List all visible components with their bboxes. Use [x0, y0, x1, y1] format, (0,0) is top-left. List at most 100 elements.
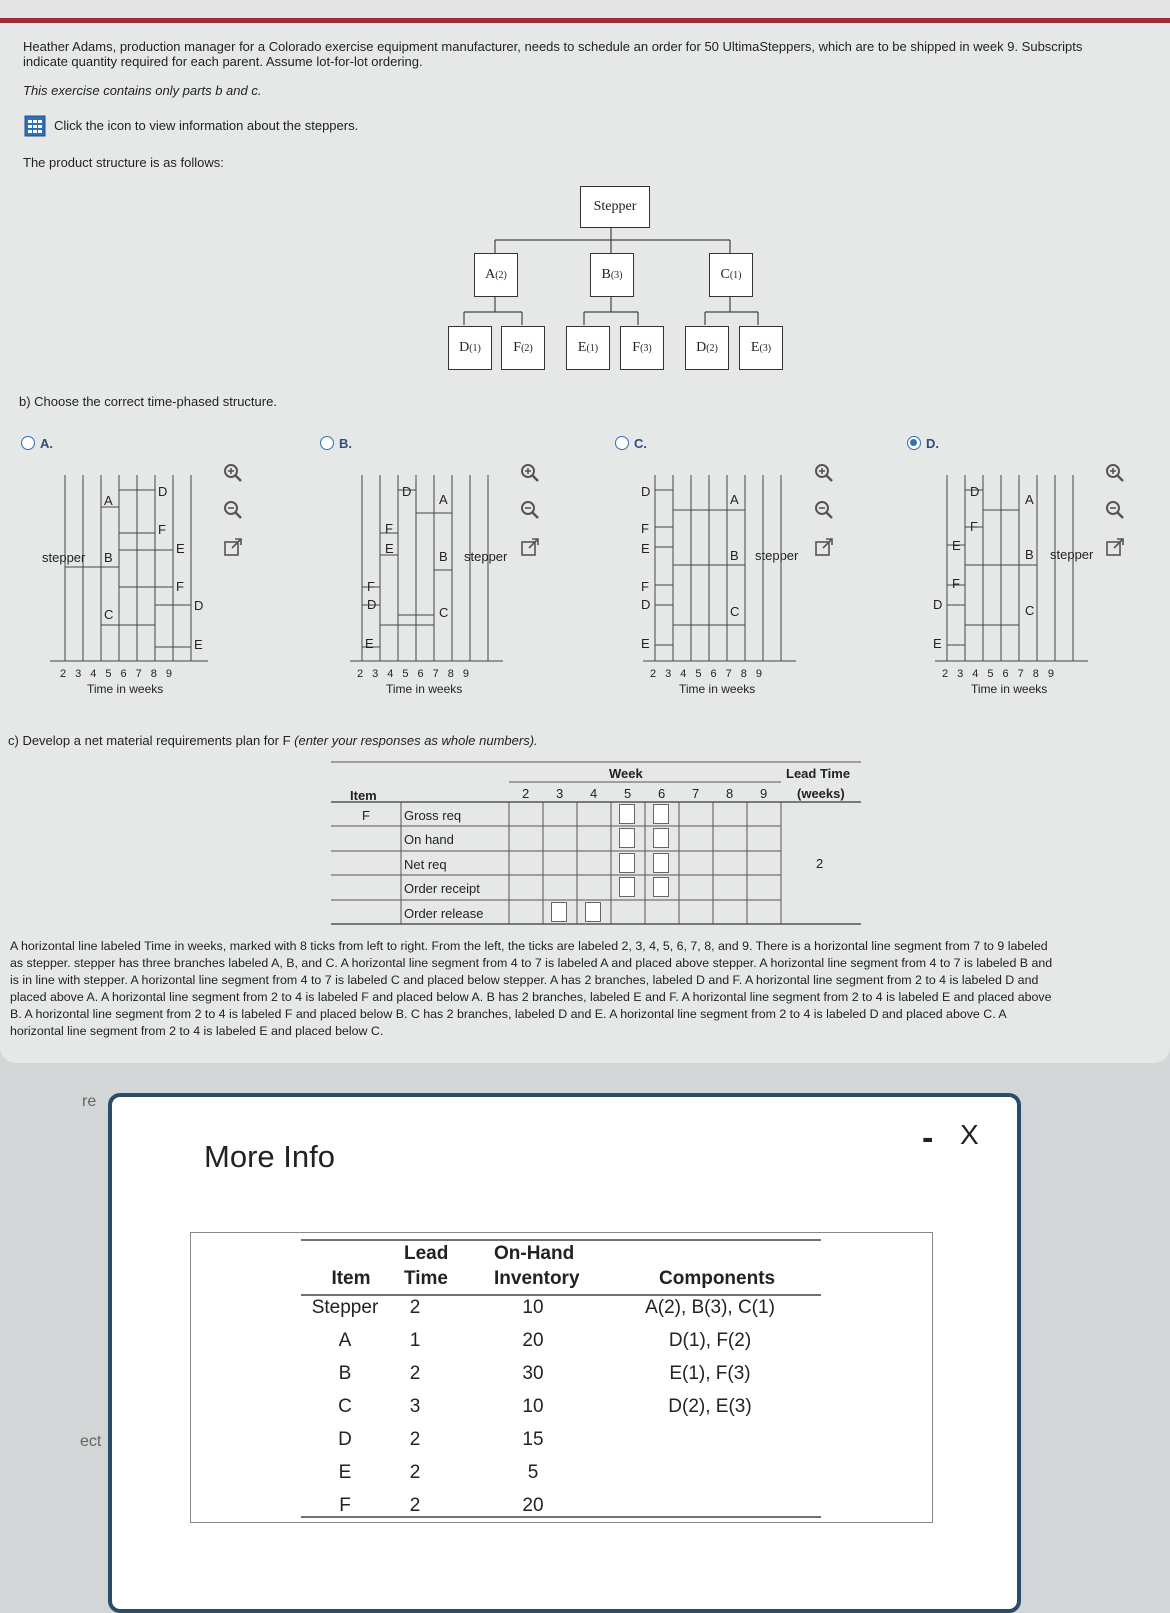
- product-tree-lines: [463, 227, 759, 325]
- tree-node-b-e: E(1): [566, 326, 610, 370]
- zoom-in-icon[interactable]: [223, 463, 243, 483]
- opt-b-f2: F: [367, 579, 375, 594]
- components-header: Components: [659, 1268, 776, 1289]
- opt-b-ticks: 23456789: [357, 668, 478, 680]
- table-row: C 3 10 D(2), E(3): [338, 1396, 752, 1417]
- table-row: Stepper 2 10 A(2), B(3), C(1): [311, 1297, 775, 1318]
- opt-c-c: C: [730, 604, 740, 619]
- option-c-radio[interactable]: [615, 436, 629, 450]
- order-receipt-week6-input[interactable]: [653, 877, 669, 897]
- opt-d-stepper: stepper: [1050, 547, 1094, 562]
- option-a-radio[interactable]: [21, 436, 35, 450]
- table-icon[interactable]: [24, 115, 46, 137]
- zoom-out-icon[interactable]: [814, 500, 834, 520]
- row-net-req: Net req: [404, 857, 447, 872]
- opt-b-a: A: [439, 492, 448, 507]
- background-text-fragment: re: [82, 1093, 97, 1110]
- opt-c-stepper: stepper: [755, 548, 799, 563]
- opt-b-axis-title: Time in weeks: [386, 682, 463, 696]
- net-req-week6-input[interactable]: [653, 853, 669, 873]
- tree-node-c-e: E(3): [739, 326, 783, 370]
- zoom-out-icon[interactable]: [1105, 500, 1125, 520]
- open-external-icon[interactable]: [1105, 537, 1125, 557]
- opt-a-c: C: [104, 607, 114, 622]
- opt-b-f1: F: [385, 521, 393, 536]
- gross-req-week5-input[interactable]: [619, 804, 635, 824]
- net-req-week5-input[interactable]: [619, 853, 635, 873]
- option-d-label[interactable]: D.: [926, 436, 939, 451]
- close-button[interactable]: X: [960, 1119, 979, 1150]
- option-d-chart: D A F E B stepper F D C E 23456789 Time …: [930, 475, 1105, 700]
- option-d-radio[interactable]: [907, 436, 921, 450]
- opt-d-e2: E: [933, 636, 942, 651]
- option-b-radio[interactable]: [320, 436, 334, 450]
- zoom-in-icon[interactable]: [1105, 463, 1125, 483]
- opt-c-axis-title: Time in weeks: [679, 682, 756, 696]
- opt-a-d1: D: [158, 484, 168, 499]
- opt-a-axis-title: Time in weeks: [87, 682, 164, 696]
- row-order-receipt: Order receipt: [404, 881, 480, 896]
- lead-header: Lead: [404, 1243, 449, 1264]
- onhand-header: On-Hand: [494, 1243, 575, 1264]
- open-external-icon[interactable]: [223, 537, 243, 557]
- opt-c-a: A: [730, 492, 739, 507]
- option-c-label[interactable]: C.: [634, 436, 647, 451]
- opt-c-d2: D: [641, 597, 651, 612]
- zoom-out-icon[interactable]: [520, 500, 540, 520]
- intro-line1: Heather Adams, production manager for a …: [23, 39, 1083, 54]
- row-on-hand: On hand: [404, 832, 454, 847]
- row-order-release: Order release: [404, 906, 484, 921]
- open-external-icon[interactable]: [814, 537, 834, 557]
- table-row: A 1 20 D(1), F(2): [338, 1330, 752, 1351]
- week-col-4: 4: [590, 786, 598, 801]
- accent-line: [0, 18, 1170, 23]
- opt-c-e1: E: [641, 541, 650, 556]
- table-row: B 2 30 E(1), F(3): [338, 1363, 751, 1384]
- week-col-8: 8: [726, 786, 734, 801]
- structure-label: The product structure is as follows:: [23, 155, 224, 170]
- intro-line2: indicate quantity required for each pare…: [23, 54, 423, 69]
- option-a-label[interactable]: A.: [40, 436, 53, 451]
- zoom-in-icon[interactable]: [520, 463, 540, 483]
- lead-time-value: 2: [816, 856, 824, 871]
- on-hand-week6-input[interactable]: [653, 828, 669, 848]
- minimize-button[interactable]: -: [922, 1119, 934, 1157]
- info-link[interactable]: Click the icon to view information about…: [54, 118, 359, 133]
- opt-a-f2: F: [176, 579, 184, 594]
- order-release-week3-input[interactable]: [551, 902, 567, 922]
- tree-node-a: A(2): [474, 253, 518, 297]
- week-col-9: 9: [760, 786, 768, 801]
- order-release-week4-input[interactable]: [585, 902, 601, 922]
- week-col-5: 5: [624, 786, 632, 801]
- opt-c-e2: E: [641, 636, 650, 651]
- option-c-chart: D A F E B stepper F D C E 23456789 Time …: [638, 475, 813, 700]
- option-b-chart: D A F E B stepper F D C E 23456789 Time …: [345, 475, 520, 700]
- opt-b-b: B: [439, 549, 448, 564]
- table-row: F 2 20: [339, 1495, 544, 1516]
- on-hand-week5-input[interactable]: [619, 828, 635, 848]
- opt-a-e1: E: [176, 541, 185, 556]
- chart-description: A horizontal line labeled Time in weeks,…: [10, 939, 1053, 1038]
- zoom-in-icon[interactable]: [814, 463, 834, 483]
- option-b-label[interactable]: B.: [339, 436, 352, 451]
- opt-b-stepper: stepper: [464, 549, 508, 564]
- opt-d-a: A: [1025, 492, 1034, 507]
- opt-d-f2: F: [952, 576, 960, 591]
- opt-b-c: C: [439, 605, 449, 620]
- order-receipt-week5-input[interactable]: [619, 877, 635, 897]
- intro-note: This exercise contains only parts b and …: [23, 83, 262, 98]
- zoom-out-icon[interactable]: [223, 500, 243, 520]
- opt-c-f2: F: [641, 579, 649, 594]
- week-col-2: 2: [522, 786, 530, 801]
- opt-a-d2: D: [194, 598, 204, 613]
- gross-req-week6-input[interactable]: [653, 804, 669, 824]
- tree-node-c: C(1): [709, 253, 753, 297]
- item-f: F: [362, 808, 370, 823]
- opt-d-d2: D: [933, 597, 943, 612]
- open-external-icon[interactable]: [520, 537, 540, 557]
- opt-c-ticks: 23456789: [650, 668, 771, 680]
- opt-d-f1: F: [970, 519, 978, 534]
- opt-a-f1: F: [158, 522, 166, 537]
- opt-b-e2: E: [365, 636, 374, 651]
- opt-a-b: B: [104, 550, 113, 565]
